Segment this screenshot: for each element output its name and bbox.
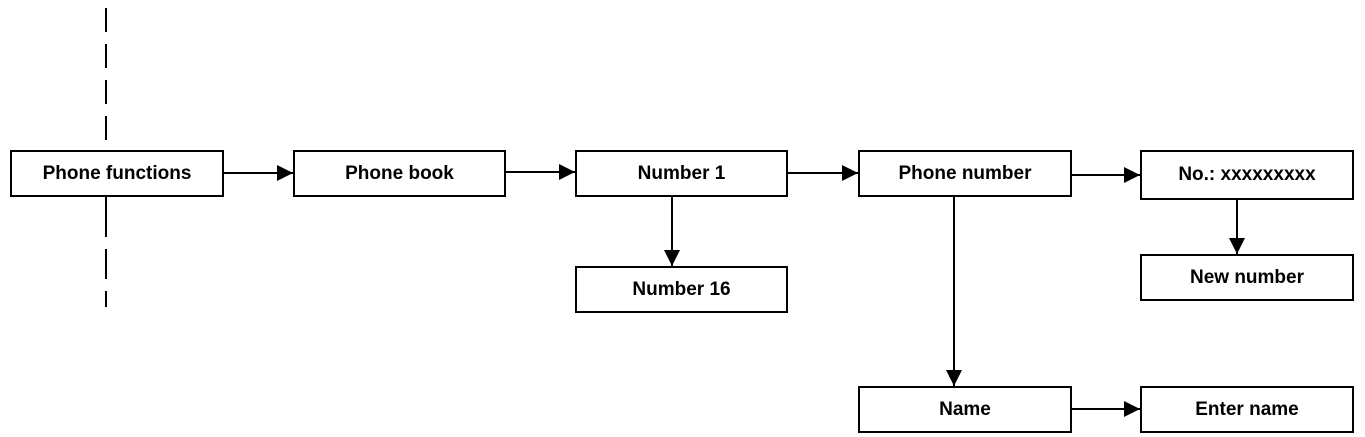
node-enter-name: Enter name (1140, 386, 1354, 433)
node-phone-functions: Phone functions (10, 150, 224, 197)
node-phone-book: Phone book (293, 150, 506, 197)
node-name: Name (858, 386, 1072, 433)
node-phone-number: Phone number (858, 150, 1072, 197)
node-new-number: New number (1140, 254, 1354, 301)
node-number-field: No.: xxxxxxxxx (1140, 150, 1354, 200)
node-number-1: Number 1 (575, 150, 788, 197)
node-number-16: Number 16 (575, 266, 788, 313)
